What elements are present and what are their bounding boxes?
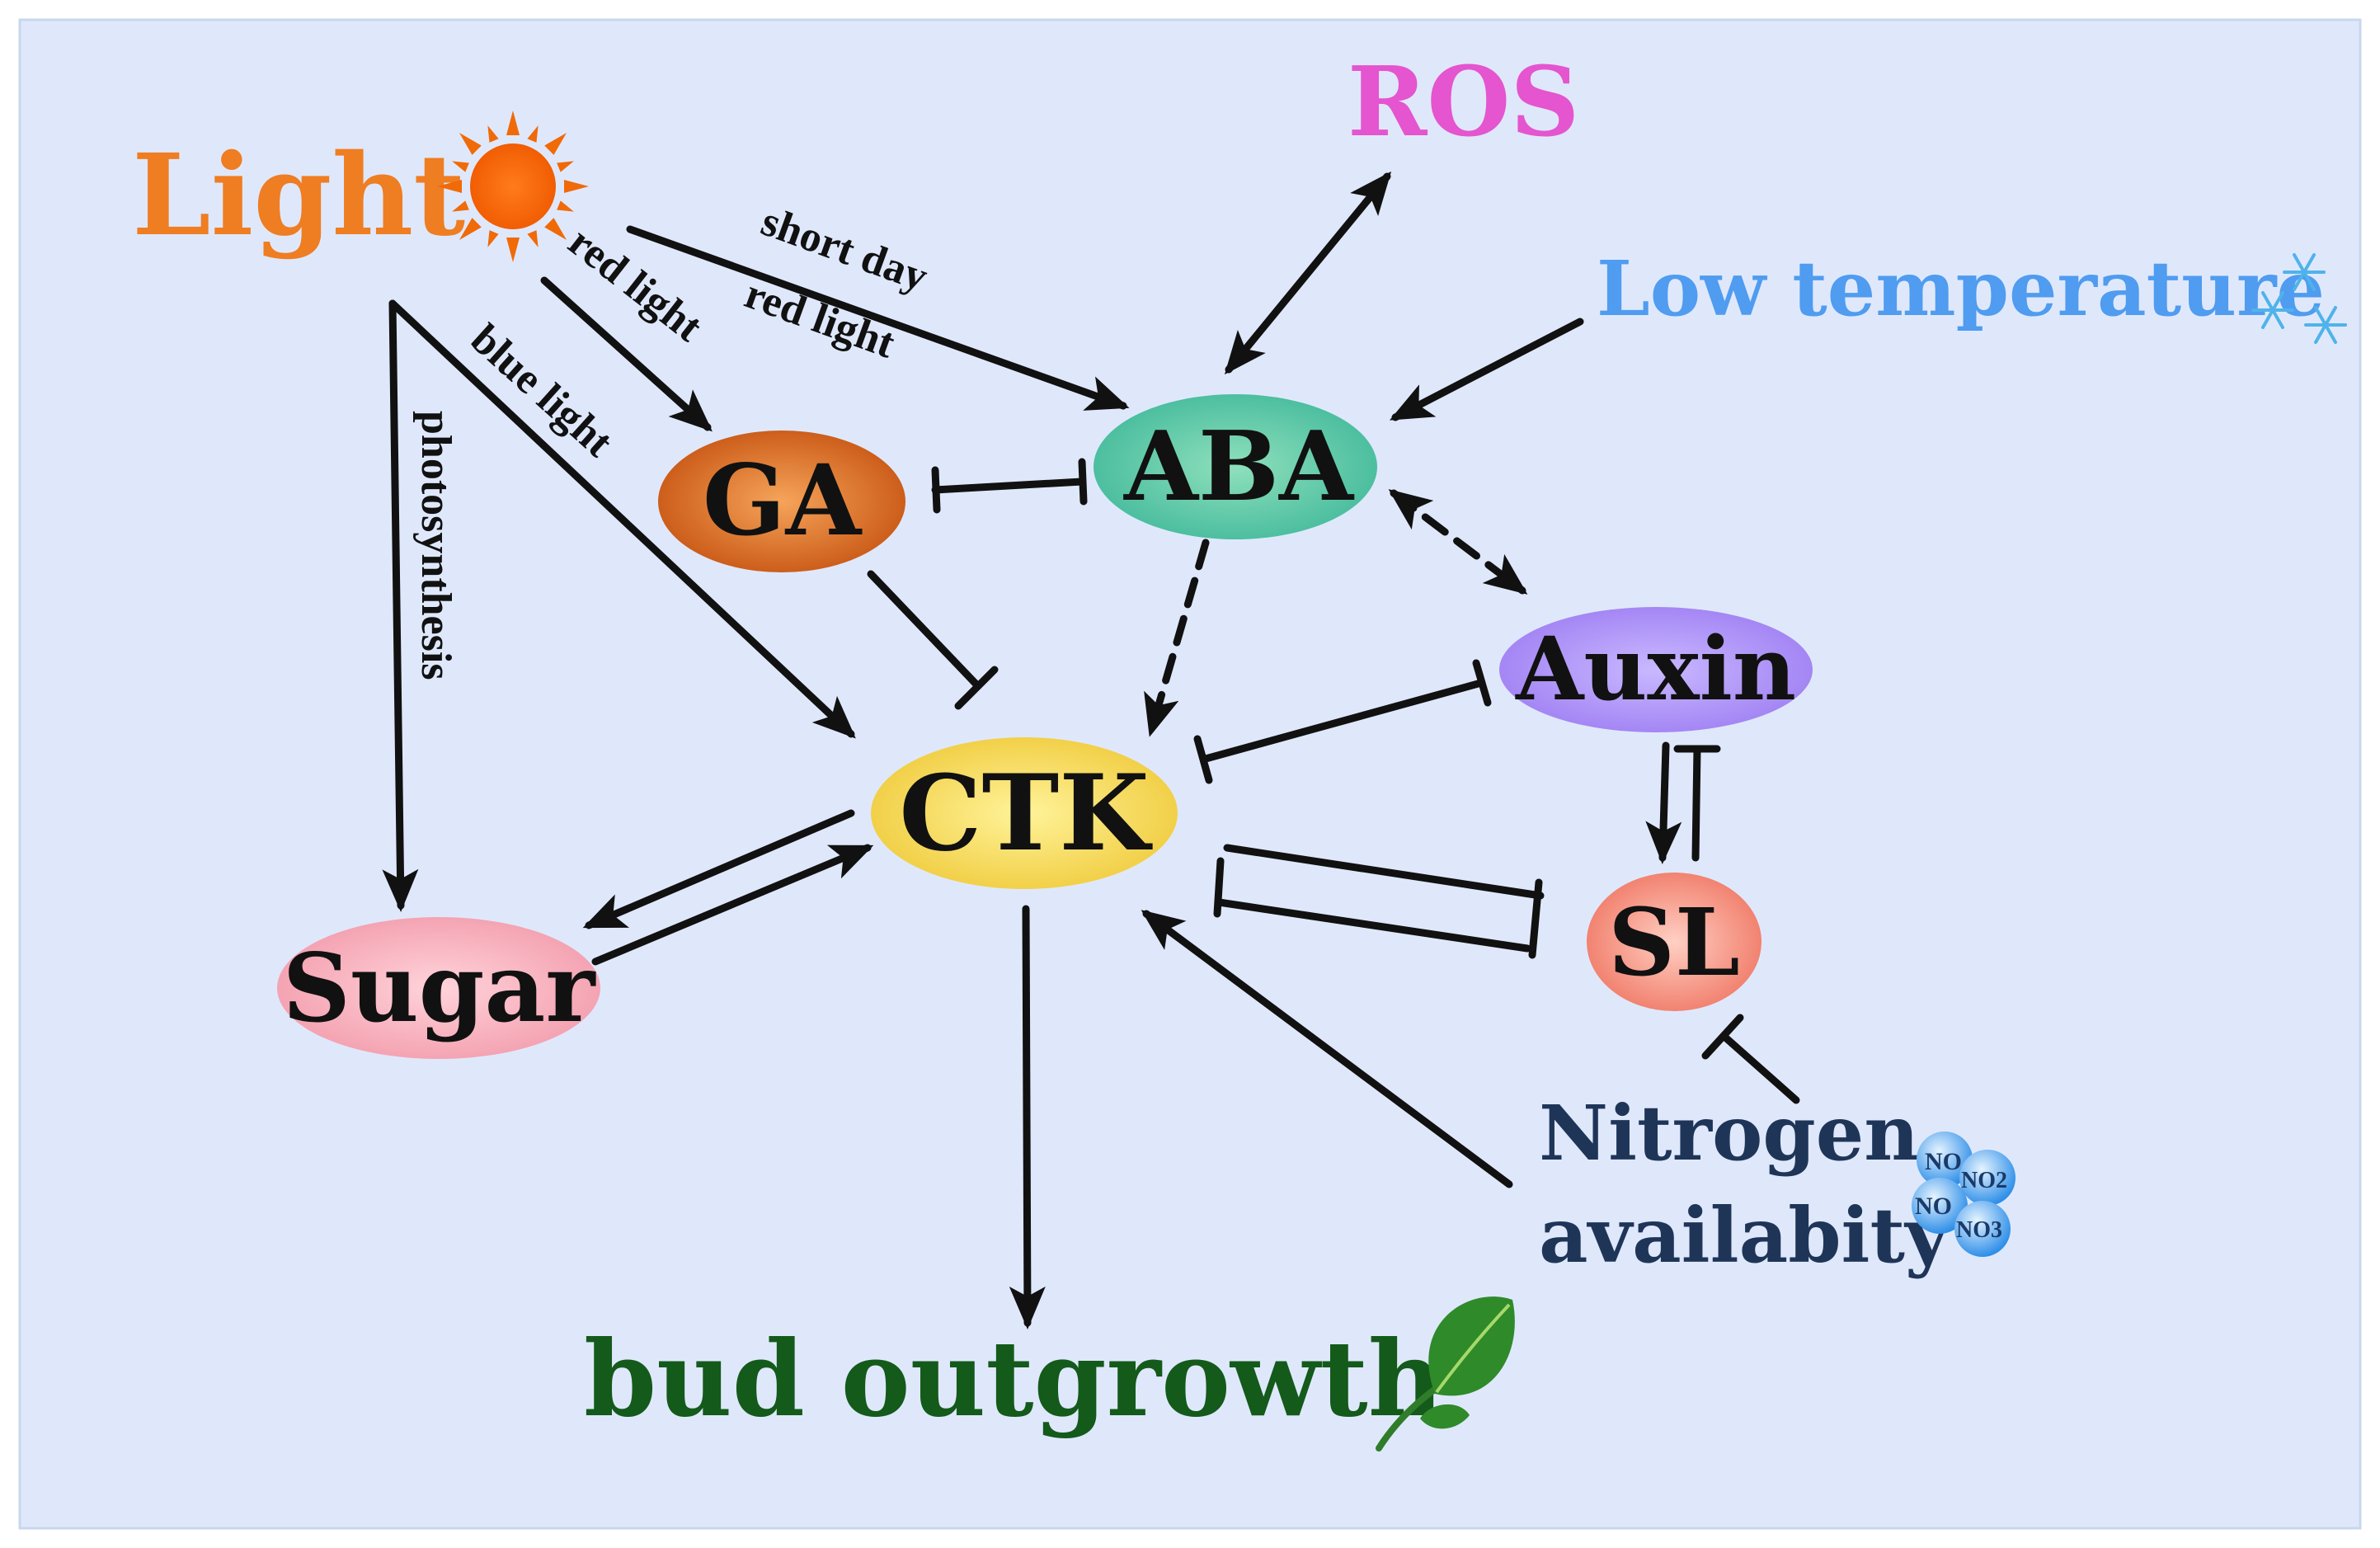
edge-aba-ga: [931, 478, 1086, 494]
molecule-badge-2: NO2: [1961, 1168, 2007, 1193]
edge-aba-ros: [1224, 171, 1392, 375]
edge-light-sugar: [382, 299, 419, 912]
molecule-icon: NO NO2 NO NO3: [1912, 1132, 2015, 1257]
edge-sl-ctk-1: [1223, 844, 1545, 900]
molecule-badge-1: NO: [1925, 1148, 1962, 1175]
node-ctk-label: CTK: [899, 752, 1153, 874]
edge-ctk-bud: [1009, 905, 1046, 1329]
edge-light-ga: [540, 276, 713, 432]
edge-aba-ctk-dashed: [1144, 539, 1210, 737]
edge-lowtemp-aba: [1389, 318, 1584, 421]
edge-light-ctk: [388, 299, 856, 739]
edge-ga-ctk-bar: [954, 666, 999, 710]
molecule-badge-3: NO: [1915, 1193, 1952, 1220]
node-nitrogen-label-line2: availabity: [1539, 1191, 1951, 1280]
node-nitrogen-label-line1: Nitrogen: [1539, 1089, 1919, 1178]
edge-auxin-sl: [1645, 741, 1682, 864]
leaf-icon: [1376, 1296, 1515, 1452]
node-auxin-label: Auxin: [1515, 617, 1796, 720]
edge-label-photosynthesis: photosynthesis: [412, 411, 459, 680]
node-ctk: CTK: [871, 737, 1178, 889]
edge-sl-ctk-bar-right: [1528, 878, 1543, 959]
node-low-temperature-label: Low temperature: [1597, 244, 2325, 333]
edge-aba-auxin-dashed: [1388, 489, 1528, 595]
node-aba: ABA: [1094, 394, 1377, 539]
node-sugar: Sugar: [277, 917, 600, 1059]
node-auxin: Auxin: [1499, 607, 1813, 732]
node-aba-label: ABA: [1123, 411, 1355, 523]
edge-light-aba: [626, 225, 1130, 411]
edge-sl-auxin: [1691, 745, 1701, 862]
node-ga: GA: [658, 431, 905, 572]
edge-aba-ga-bar: [1078, 458, 1088, 506]
node-ros-label: ROS: [1348, 46, 1579, 158]
edge-auxin-ctk: [1202, 679, 1485, 763]
edge-sl-ctk-bar-left: [1213, 857, 1225, 918]
molecule-badge-4: NO3: [1956, 1217, 2002, 1243]
edges: [382, 171, 1800, 1329]
node-sugar-label: Sugar: [283, 933, 597, 1043]
edge-sl-ctk-2: [1215, 898, 1531, 953]
edge-sugar-ctk: [591, 844, 874, 966]
background-panel: [18, 18, 2362, 1530]
edge-nitrogen-sl-bar: [1701, 1014, 1744, 1060]
edge-ctk-sugar: [582, 809, 855, 929]
node-bud-outgrowth-label: bud outgrowth: [584, 1318, 1443, 1440]
sun-icon: [437, 111, 589, 262]
edge-auxin-ctk-bar: [1193, 735, 1213, 784]
node-light-label: Light: [132, 129, 465, 261]
edge-nitrogen-ctk: [1141, 910, 1513, 1188]
edge-ga-ctk: [867, 570, 982, 690]
edge-aba-ga-bar2: [931, 466, 941, 514]
edge-auxin-ctk-bar2: [1472, 659, 1492, 707]
snowflake-icon: [2251, 253, 2347, 344]
node-ga-label: GA: [703, 443, 863, 558]
node-sl: SL: [1587, 873, 1761, 1011]
node-sl-label: SL: [1608, 889, 1740, 997]
edge-nitrogen-sl: [1719, 1032, 1800, 1104]
